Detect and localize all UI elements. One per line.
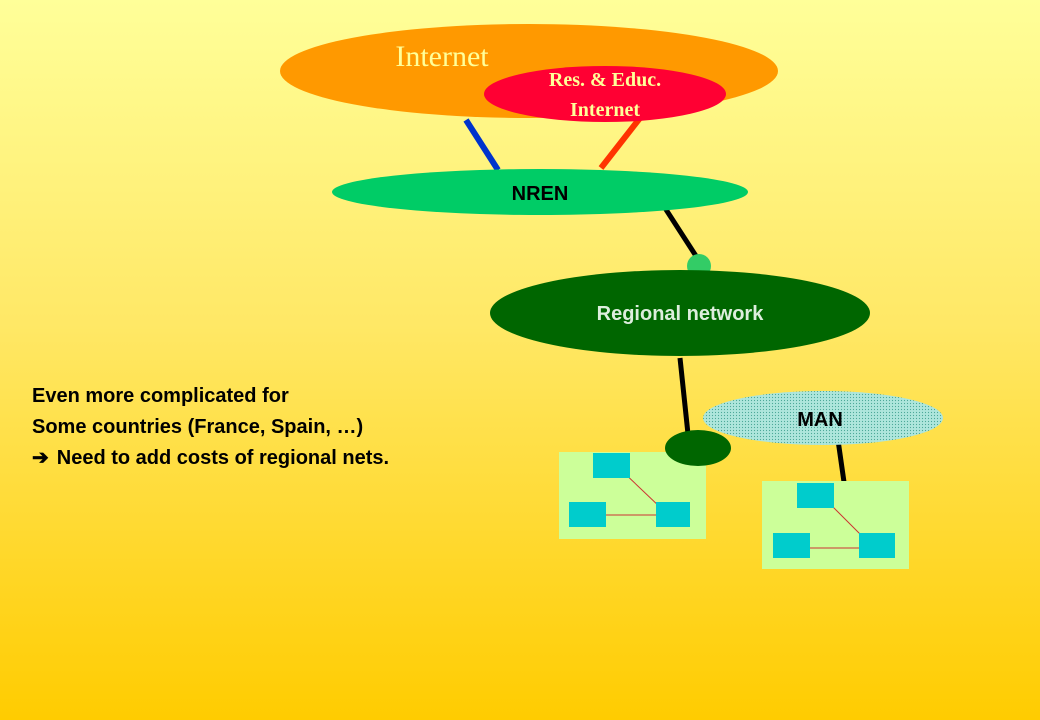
lan-2-node-top: [797, 483, 834, 508]
link-nren-regional: [662, 206, 699, 258]
link-research-internet-nren: [598, 116, 643, 170]
note-line-2: Some countries (France, Spain, …): [32, 416, 364, 438]
nren-node: [332, 169, 748, 215]
arrow-right-icon: ➔: [32, 447, 49, 469]
note-line-3: Need to add costs of regional nets.: [56, 447, 390, 469]
research-internet-node: [484, 66, 726, 122]
link-regional-gateway: [677, 357, 691, 435]
link-internet-nren: [463, 118, 501, 172]
lan-2-node-right: [859, 533, 895, 558]
internet-label: Internet: [395, 40, 489, 73]
man-label: MAN: [797, 409, 843, 431]
explanation-note: Even more complicated for Some countries…: [32, 381, 389, 474]
lan-1-node-left: [569, 502, 606, 527]
nren-label: NREN: [512, 183, 569, 205]
lan-2-node-left: [773, 533, 810, 558]
regional-network-node: [490, 270, 870, 356]
lan-1-node-right: [656, 502, 690, 527]
note-line-3-row: ➔ Need to add costs of regional nets.: [32, 443, 389, 474]
man-node: [703, 391, 943, 445]
lan-1-node-top: [593, 453, 630, 478]
research-internet-label-1: Res. & Educ.: [549, 69, 661, 91]
link-man-lan: [835, 439, 847, 483]
note-line-1: Even more complicated for: [32, 385, 289, 407]
regional-network-label: Regional network: [597, 303, 765, 325]
gateway-node: [665, 430, 731, 466]
research-internet-label-2: Internet: [570, 99, 640, 121]
